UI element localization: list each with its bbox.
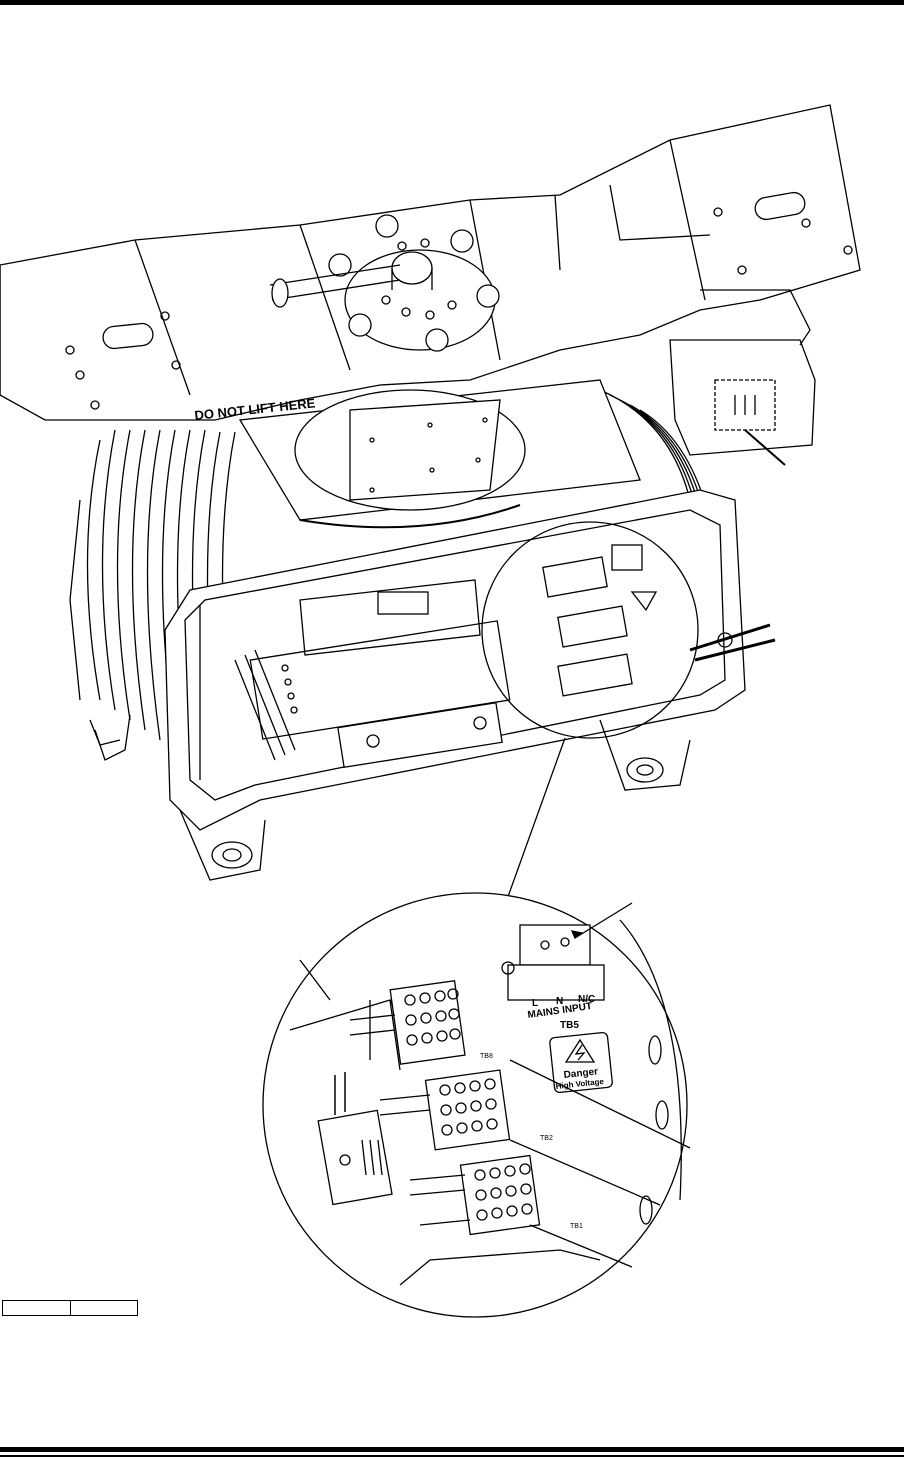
footer-rule-thin (0, 1455, 904, 1457)
detail-enlargement: TB8 TB2 TB1 L (263, 893, 687, 1317)
tb1-label: TB1 (570, 1223, 583, 1230)
enclosure (165, 490, 775, 905)
caption-cell (3, 1301, 70, 1315)
caption-cell (70, 1301, 138, 1315)
mains-input-id: TB5 (560, 1020, 579, 1031)
caption-box (2, 1300, 138, 1316)
motor-housing (670, 290, 815, 465)
mains-terminal-l: L (532, 998, 538, 1009)
tb2-label: TB2 (540, 1135, 553, 1142)
footer-rule (0, 1447, 904, 1452)
tb8-label: TB8 (480, 1053, 493, 1060)
